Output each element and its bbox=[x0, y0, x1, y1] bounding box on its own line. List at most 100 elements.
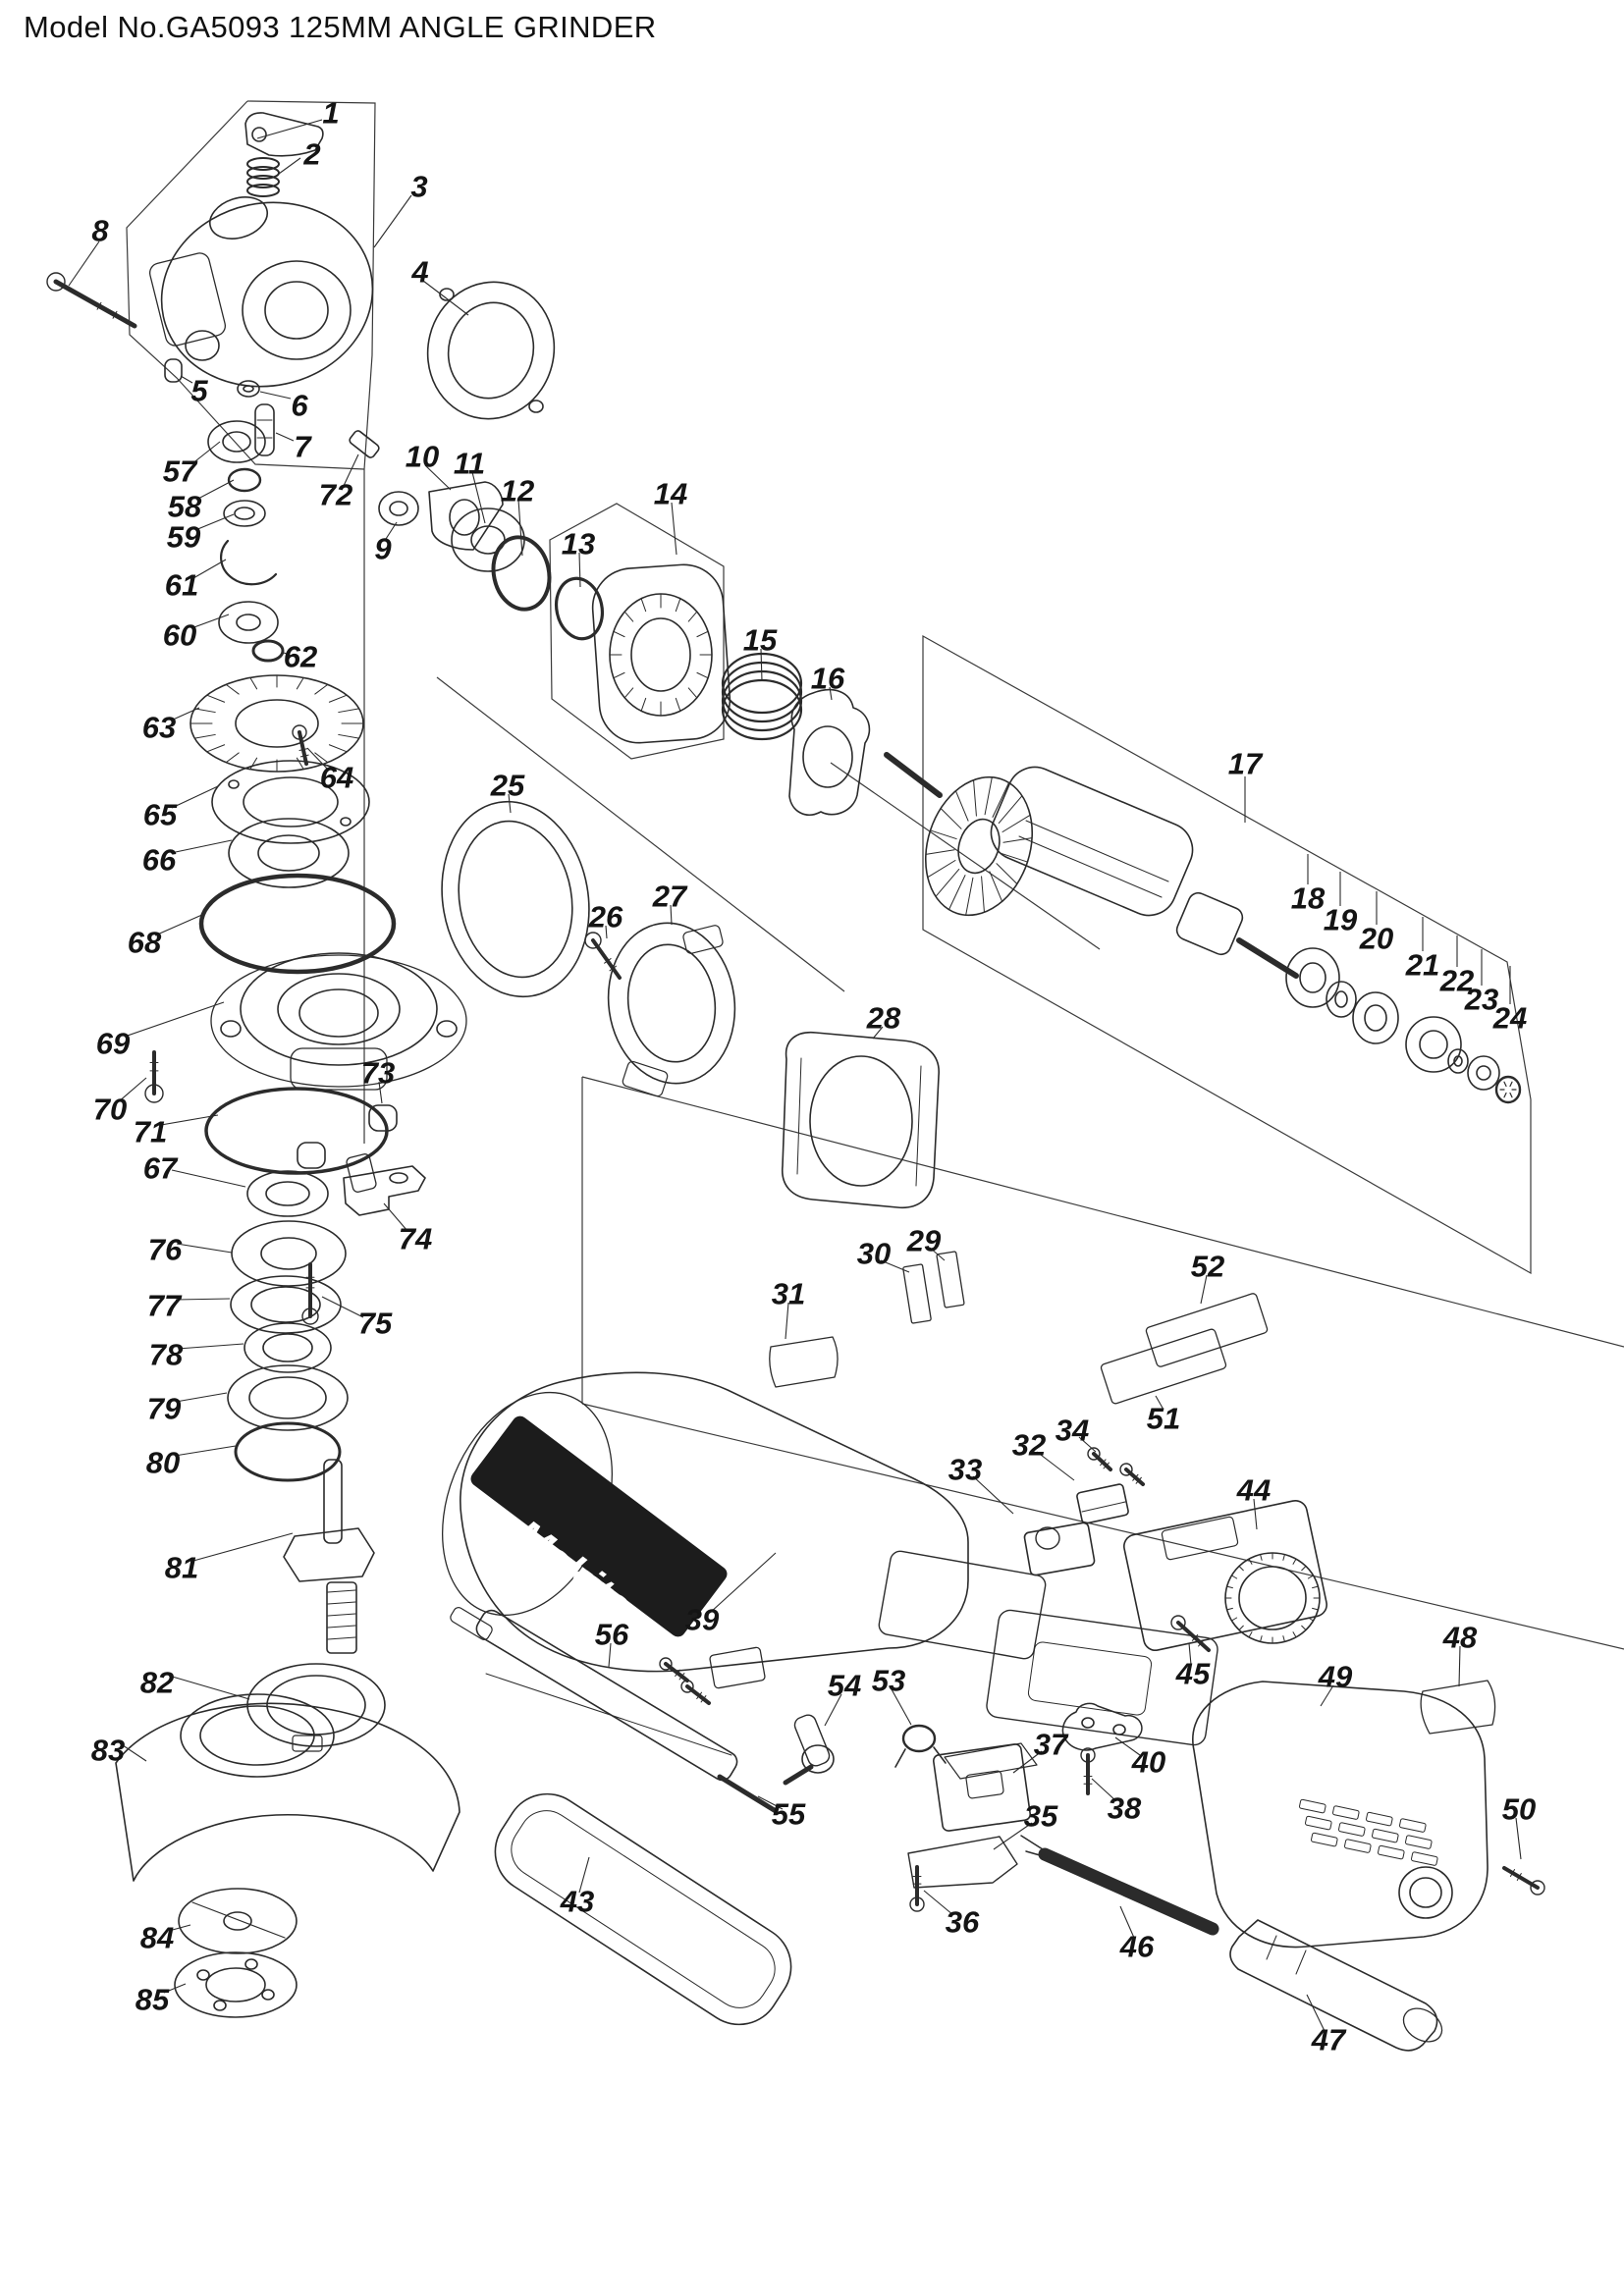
callout-58: 58 bbox=[168, 479, 235, 524]
part-clamp-ring-82-notch bbox=[292, 1735, 323, 1752]
part-cord-guard-47 bbox=[1229, 1919, 1438, 2052]
part-bearing-20 bbox=[1352, 991, 1399, 1044]
part-o-ring-13 bbox=[554, 576, 605, 641]
part-lock-nut-85-h2 bbox=[261, 1989, 275, 2001]
callout-22: 22 bbox=[1439, 935, 1474, 998]
part-plate-16-hole bbox=[802, 725, 853, 788]
callout-66: 66 bbox=[142, 839, 233, 878]
callout-label-59: 59 bbox=[167, 520, 201, 555]
part-bearing-76 bbox=[231, 1220, 347, 1287]
callout-60: 60 bbox=[163, 614, 230, 653]
part-armature-17-core bbox=[990, 766, 1194, 917]
part-circlip-24 bbox=[1494, 1075, 1522, 1104]
part-base-cover-43 bbox=[494, 1792, 792, 2026]
part-spindle-81-t1 bbox=[327, 1589, 356, 1593]
part-rear-cover-49-vents bbox=[1299, 1798, 1438, 1866]
callout-12: 12 bbox=[501, 474, 534, 557]
callout-19: 19 bbox=[1324, 872, 1358, 937]
part-stator-28 bbox=[782, 1031, 940, 1208]
part-bearing-box-69-lug-b bbox=[436, 1020, 458, 1038]
part-clamp-nut-60 bbox=[218, 601, 279, 644]
part-brush-holder-33 bbox=[1023, 1522, 1096, 1576]
part-spindle-81-t5 bbox=[327, 1636, 356, 1640]
callout-29: 29 bbox=[906, 1224, 946, 1261]
callout-label-48: 48 bbox=[1442, 1621, 1478, 1655]
callout-label-6: 6 bbox=[291, 389, 308, 423]
part-cord-guard-47-rib-b bbox=[1295, 1949, 1307, 1975]
part-pin-55 bbox=[717, 1774, 779, 1814]
callout-54: 54 bbox=[824, 1669, 861, 1727]
part-bearing-box-69-lug-a bbox=[220, 1020, 242, 1038]
callout-label-39: 39 bbox=[685, 1603, 720, 1637]
callout-37: 37 bbox=[1012, 1728, 1069, 1774]
part-gear-housing-3-face bbox=[242, 260, 352, 360]
part-armature-17-shaft-front bbox=[884, 752, 943, 798]
part-plate-35 bbox=[907, 1836, 1018, 1889]
callout-24: 24 bbox=[1492, 966, 1527, 1036]
part-lever-54-shaft bbox=[783, 1764, 814, 1786]
callout-label-67: 67 bbox=[143, 1151, 179, 1186]
part-stator-28-slot-a bbox=[796, 1057, 802, 1175]
callout-40: 40 bbox=[1114, 1736, 1165, 1780]
zone-divider-upper-mid bbox=[436, 676, 845, 992]
callout-label-45: 45 bbox=[1175, 1657, 1211, 1691]
callout-label-84: 84 bbox=[140, 1921, 174, 1955]
callout-5: 5 bbox=[180, 374, 208, 408]
part-cap-32-line bbox=[1081, 1501, 1126, 1513]
callout-label-81: 81 bbox=[165, 1551, 198, 1585]
callout-label-52: 52 bbox=[1191, 1250, 1224, 1284]
part-label-31 bbox=[769, 1336, 839, 1388]
part-inner-flange-84-slot bbox=[191, 1901, 286, 1939]
callout-label-36: 36 bbox=[946, 1905, 980, 1940]
part-screw-50 bbox=[1502, 1866, 1545, 1896]
callout-label-19: 19 bbox=[1324, 903, 1358, 937]
part-clamp-40-hole-a bbox=[1081, 1717, 1095, 1729]
part-lock-lever-1 bbox=[244, 112, 324, 157]
part-gear-housing-3-hole bbox=[185, 330, 220, 361]
callout-label-60: 60 bbox=[163, 618, 196, 653]
callout-31: 31 bbox=[772, 1277, 805, 1340]
callout-53: 53 bbox=[872, 1664, 912, 1726]
callout-59: 59 bbox=[167, 513, 235, 555]
part-washer-59 bbox=[223, 500, 266, 527]
callout-label-40: 40 bbox=[1131, 1745, 1165, 1780]
part-spindle-81-shaft bbox=[323, 1459, 343, 1544]
part-inner-flange-84 bbox=[178, 1888, 298, 1954]
zone-divider-mid bbox=[830, 762, 1101, 950]
part-plate-16 bbox=[788, 688, 871, 816]
callout-84: 84 bbox=[140, 1921, 191, 1955]
callout-33: 33 bbox=[948, 1453, 1014, 1515]
callout-label-10: 10 bbox=[406, 440, 439, 474]
part-nut-9 bbox=[378, 491, 419, 526]
part-damper-73 bbox=[368, 1104, 398, 1132]
callout-62: 62 bbox=[284, 640, 317, 674]
callout-79: 79 bbox=[147, 1392, 228, 1426]
callout-label-69: 69 bbox=[96, 1027, 131, 1061]
callout-label-13: 13 bbox=[562, 527, 595, 561]
part-washer-6 bbox=[237, 380, 260, 398]
part-spindle-81-t3 bbox=[327, 1613, 356, 1617]
callout-label-26: 26 bbox=[588, 900, 623, 934]
part-bearing-11 bbox=[451, 507, 525, 572]
part-screw-36 bbox=[909, 1865, 925, 1912]
part-bracket-74-slot bbox=[389, 1172, 408, 1184]
part-circlip-24-teeth bbox=[1499, 1081, 1517, 1098]
part-switch-37 bbox=[932, 1743, 1032, 1832]
callout-label-18: 18 bbox=[1291, 881, 1326, 916]
callout-49: 49 bbox=[1318, 1660, 1353, 1707]
callout-64: 64 bbox=[306, 747, 353, 795]
callout-label-51: 51 bbox=[1147, 1402, 1180, 1436]
callout-78: 78 bbox=[149, 1338, 244, 1372]
callout-label-63: 63 bbox=[142, 711, 176, 745]
part-switch-37-top bbox=[944, 1742, 1038, 1780]
part-bracket-74-arm bbox=[346, 1153, 377, 1193]
zone-bearing-box-zone bbox=[549, 503, 725, 760]
zone-lower-zone-top bbox=[581, 1076, 1624, 1348]
callout-46: 46 bbox=[1119, 1905, 1155, 1964]
part-brush-29 bbox=[936, 1251, 965, 1308]
callout-label-3: 3 bbox=[410, 170, 427, 204]
callout-label-35: 35 bbox=[1024, 1799, 1058, 1834]
callout-51: 51 bbox=[1147, 1395, 1180, 1436]
part-cord-46-wire-a bbox=[1020, 1835, 1044, 1850]
